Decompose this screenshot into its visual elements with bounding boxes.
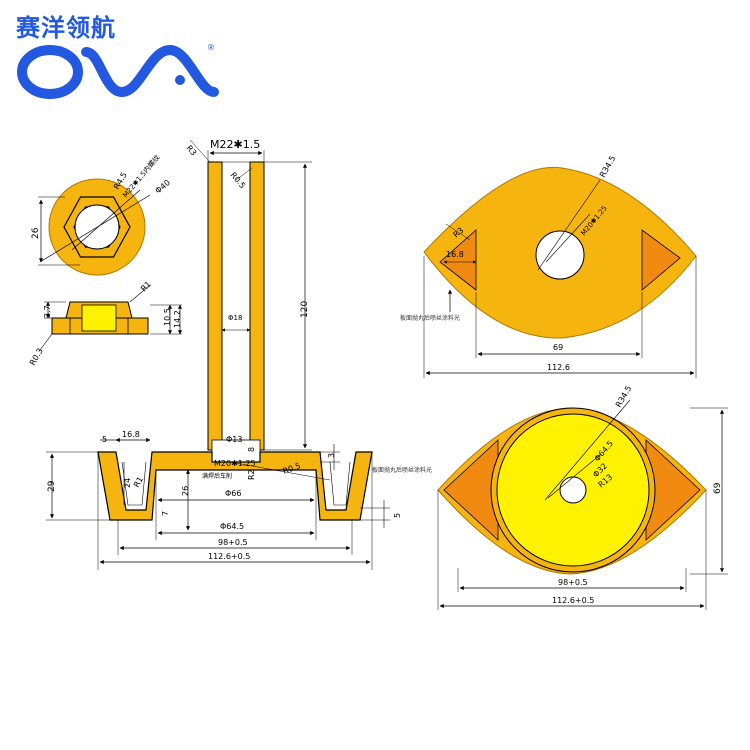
logo-letter-o [17,45,83,99]
front-dim-8: 8 [247,447,256,452]
bottom-note: 板面抛丸后喷丝涂料光 [372,466,432,474]
top-view-left-triangle [439,229,477,291]
top-view-right-triangle [641,229,681,291]
front-dim-29: 29 [47,480,57,492]
front-dim-26: 26 [181,486,190,496]
bottom-r345: R34.5 [614,384,633,409]
front-weld-note: 满焊后车削 [202,472,232,480]
front-dim-1126: 112.6+0.5 [208,552,250,561]
logo-registered-mark: ® [207,43,215,52]
nut-dim-37: 3.7 [43,305,52,318]
bottom-view [437,399,728,610]
front-thread-label: M22✱1.5 [210,138,260,151]
front-phi66: Φ66 [225,489,241,498]
front-r1: R1 [132,475,145,489]
top-note: 板面抛丸后喷丝涂料光 [400,314,460,322]
top-dim-168: 16.8 [446,250,464,259]
bottom-view-left-triangle [443,439,499,541]
front-dim-98: 98+0.5 [218,538,248,547]
front-height-120: 120 [300,301,310,318]
front-dim-24: 24 [123,478,132,488]
nut-phi40: Φ40 [154,178,172,195]
nut-dim-105: 10.5 [163,308,172,326]
top-dim-69: 69 [553,343,563,352]
front-phi13: Φ13 [226,435,242,444]
logo-dot [175,75,185,85]
top-dim-1126: 112.6 [547,363,570,372]
logo-wave-v-a [81,44,219,98]
front-r3: R3 [184,144,198,158]
front-dim-168: 16.8 [122,430,140,439]
front-phi645: Φ64.5 [220,522,244,531]
front-dim-7: 7 [161,511,170,516]
nut-dim-26: 26 [31,227,41,239]
front-dim-3: 3 [327,453,336,458]
bottom-dim-98: 98+0.5 [558,578,588,587]
front-dim-5b: 5 [393,513,402,518]
bottom-dim-69: 69 [713,482,723,494]
top-r345: R34.5 [598,154,617,179]
front-dim-5: 5 [102,435,107,444]
front-phi18: Φ18 [228,314,242,322]
nut-r1: R1 [139,280,153,294]
front-r2: R2 [247,469,256,480]
nut-r03: R0.3 [28,347,45,367]
nut-dim-142: 14.2 [173,310,182,328]
top-view [423,166,697,378]
brand-name: 赛洋领航 [16,14,116,42]
front-view [46,139,390,570]
nut-side-view [39,284,183,351]
logo: ® [17,43,219,99]
nut-top-view [38,178,151,276]
front-m20: M20✱1.25 [214,459,256,468]
bottom-dim-1126: 112.6+0.5 [552,596,594,605]
